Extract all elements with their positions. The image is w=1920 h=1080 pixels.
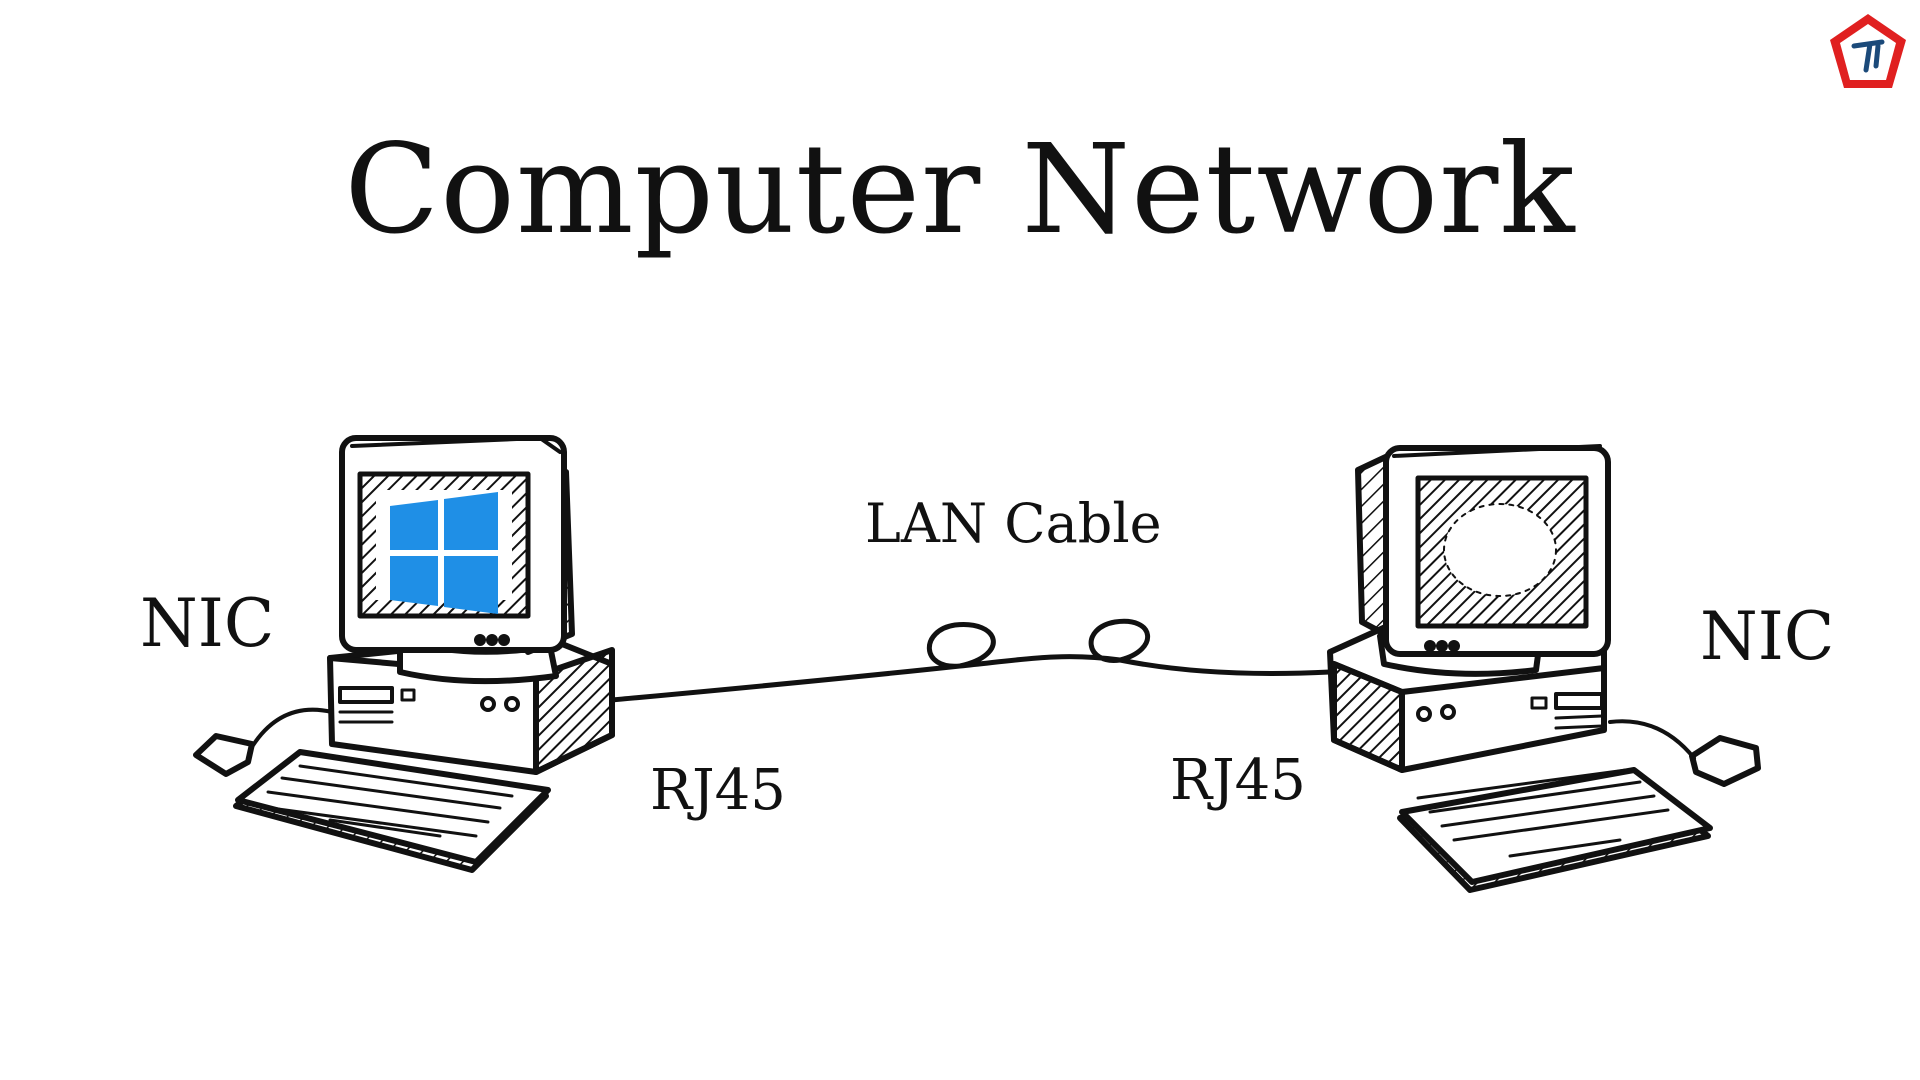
left-keyboard	[233, 749, 551, 873]
rj45-left-label: RJ45	[650, 758, 786, 823]
windows-logo-icon	[376, 490, 512, 614]
right-computer	[1327, 444, 1761, 893]
channel-logo-icon	[1826, 10, 1910, 94]
nic-right-label: NIC	[1700, 598, 1835, 675]
lan-cable	[609, 618, 1333, 703]
right-mouse	[1608, 719, 1761, 787]
page-title: Computer Network	[344, 118, 1576, 262]
rj45-right-label: RJ45	[1170, 748, 1306, 813]
left-mouse	[193, 707, 334, 777]
lan-cable-label: LAN Cable	[865, 492, 1162, 555]
nic-left-label: NIC	[140, 585, 275, 662]
right-keyboard	[1397, 767, 1713, 893]
right-monitor	[1355, 444, 1611, 677]
